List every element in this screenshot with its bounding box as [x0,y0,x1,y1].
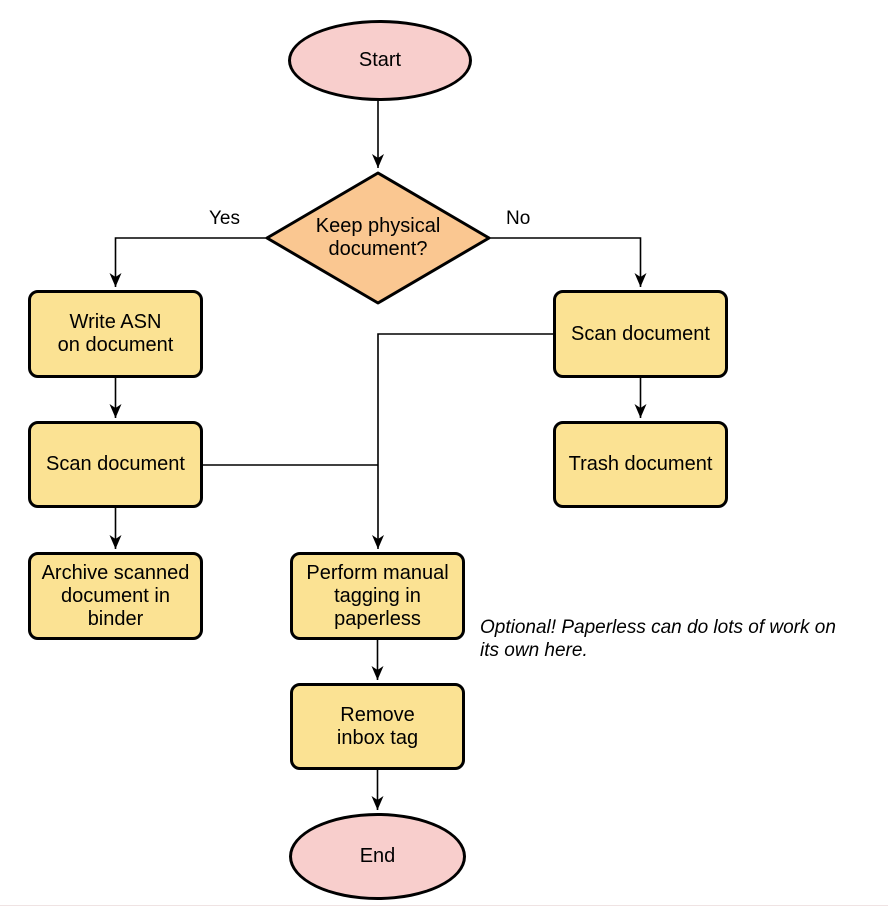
node-tagging-label: Perform manual tagging in paperless [306,561,449,630]
node-decision: Keep physical document? [288,210,468,266]
note-text: Optional! Paperless can do lots of work … [480,617,836,662]
node-start: Start [288,20,472,101]
edge-label-yes: Yes [209,208,240,229]
node-end-label: End [359,845,396,867]
decision-diamond-shape [265,171,491,305]
edge-decision-no-to-scan-right [489,237,647,287]
edge-scan-right-to-tagging [372,333,553,549]
node-trash: Trash document [553,421,728,508]
node-archive-label: Archive scanned document in binder [41,561,190,630]
node-trash-label: Trash document [568,453,713,475]
node-write-asn-label: Write ASN on document [57,311,174,356]
node-scan-left-label: Scan document [46,453,185,475]
edge-decision-yes-to-write-asn [109,237,267,287]
node-end: End [289,813,466,900]
node-scan-left: Scan document [28,421,203,508]
node-decision-label: Keep physical document? [315,215,441,260]
node-archive: Archive scanned document in binder [28,552,203,640]
node-scan-right-label: Scan document [571,322,710,345]
node-tagging: Perform manual tagging in paperless [290,552,465,640]
node-remove-inbox: Remove inbox tag [290,683,465,770]
node-start-label: Start [358,49,402,71]
bottom-divider [0,905,888,906]
node-scan-right: Scan document [553,290,728,378]
node-remove-inbox-label: Remove inbox tag [336,703,419,749]
edge-label-no: No [506,208,531,229]
node-write-asn: Write ASN on document [28,290,203,378]
